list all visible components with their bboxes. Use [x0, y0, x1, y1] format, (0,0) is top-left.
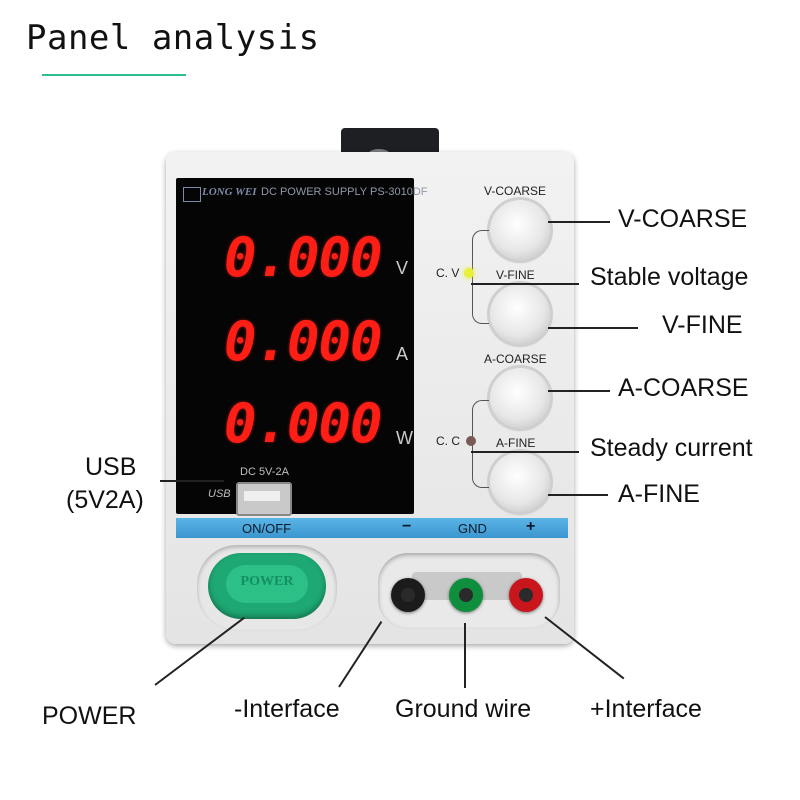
a-coarse-panel-label: A-COARSE — [484, 352, 547, 366]
usb-port-slot — [244, 491, 280, 501]
current-readout: 0.000 — [224, 310, 383, 373]
title-underline — [42, 74, 186, 76]
power-button-face — [226, 565, 308, 603]
power-button-text: POWER — [240, 574, 294, 589]
power-callout: POWER — [42, 702, 137, 730]
page-title: Panel analysis — [26, 18, 320, 58]
usb-callout: USB — [85, 453, 137, 481]
a-coarse-callout: A-COARSE — [618, 374, 749, 402]
stable-voltage-leader — [471, 283, 579, 285]
ground-wire-callout: Ground wire — [395, 695, 532, 723]
pos-interface-callout: +Interface — [590, 695, 702, 723]
cv-indicator-label: C. V — [436, 266, 460, 280]
v-fine-panel-label: V-FINE — [496, 268, 535, 282]
voltage-readout: 0.000 — [224, 226, 383, 289]
a-fine-leader — [548, 494, 608, 496]
cc-indicator-label: C. C — [436, 434, 460, 448]
usb-rating-label: DC 5V-2A — [240, 466, 289, 478]
plus-label: + — [526, 518, 536, 535]
negative-terminal-hole — [401, 588, 415, 602]
steady-current-leader — [471, 451, 579, 453]
neg-interface-callout: -Interface — [234, 695, 340, 723]
gnd-label: GND — [458, 521, 487, 536]
v-coarse-panel-label: V-COARSE — [484, 184, 547, 198]
lcd-display — [176, 178, 414, 514]
a-fine-callout: A-FINE — [618, 480, 700, 508]
v-coarse-callout: V-COARSE — [618, 205, 748, 233]
usb-leader — [160, 480, 224, 482]
on-off-label: ON/OFF — [242, 521, 292, 536]
stable-voltage-callout: Stable voltage — [590, 263, 749, 291]
cv-indicator-led — [464, 268, 474, 278]
power-unit: W — [396, 428, 413, 448]
a-coarse-knob[interactable] — [490, 368, 550, 428]
brand-logo-icon — [183, 187, 201, 202]
v-fine-knob[interactable] — [490, 284, 550, 344]
current-unit: A — [396, 344, 409, 364]
voltage-unit: V — [396, 258, 409, 278]
pos-interface-leader — [544, 616, 625, 680]
v-coarse-knob[interactable] — [490, 200, 550, 260]
positive-terminal-hole — [519, 588, 533, 602]
v-fine-callout: V-FINE — [662, 311, 743, 339]
label-strip — [176, 518, 568, 538]
usb-rating-callout: (5V2A) — [66, 486, 144, 514]
brand-name: LONG WEI — [202, 186, 257, 198]
a-coarse-leader — [548, 390, 610, 392]
minus-label: − — [402, 518, 412, 535]
voltage-knob-bracket — [472, 230, 489, 324]
v-fine-leader — [548, 327, 638, 329]
ground-terminal-hole — [459, 588, 473, 602]
steady-current-callout: Steady current — [590, 434, 753, 462]
cc-indicator-led — [466, 436, 476, 446]
a-fine-knob[interactable] — [490, 452, 550, 512]
model-label: DC POWER SUPPLY PS-3010DF — [261, 186, 428, 198]
usb-port-label: USB — [208, 488, 231, 500]
ground-wire-leader — [464, 623, 466, 688]
a-fine-panel-label: A-FINE — [496, 436, 536, 450]
v-coarse-leader — [548, 221, 610, 223]
power-readout: 0.000 — [224, 392, 383, 455]
